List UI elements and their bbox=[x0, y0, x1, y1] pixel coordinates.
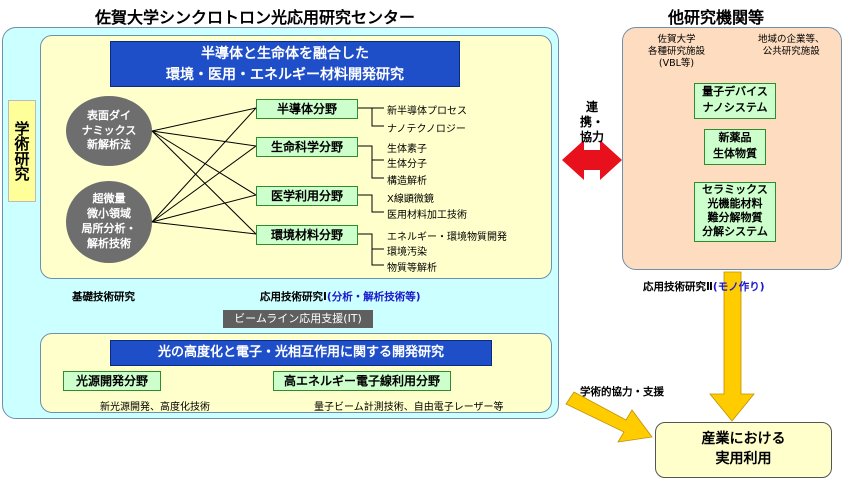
circle1-line-1: 表面ダイ bbox=[86, 108, 131, 122]
sub-new-semiconductor: 新半導体プロセス bbox=[387, 106, 467, 117]
circle2-line-3: 局所分析・ bbox=[81, 222, 137, 235]
box1-line-2: ナノシステム bbox=[702, 101, 768, 114]
sub-structure-analysis: 構造解析 bbox=[387, 176, 427, 187]
industry-application-box: 産業における 実用利用 bbox=[655, 422, 832, 478]
field-high-energy: 高エネルギー電子線利用分野 bbox=[273, 371, 451, 391]
sub-bio-device: 生体素子 bbox=[387, 144, 427, 155]
box3-line-4: 分解システム bbox=[702, 225, 768, 238]
circle-trace-analysis: 超微量 微小領域 局所分析・ 解析技術 bbox=[66, 181, 152, 263]
support-to-industry-arrow bbox=[565, 391, 653, 443]
applied2-label: 応用技術研究Ⅱ(モノ作り) bbox=[643, 279, 765, 294]
circle1-line-3: 新解析法 bbox=[86, 138, 131, 152]
cooperation-label: 連携・ 協力 bbox=[580, 100, 604, 145]
industry-line-2: 実用利用 bbox=[715, 451, 772, 467]
cooperation-arrow bbox=[562, 140, 622, 180]
saga-line-3: (VBL等) bbox=[658, 58, 695, 69]
circle2-line-1: 超微量 bbox=[92, 192, 126, 206]
saga-line-2: 各種研究施設 bbox=[648, 46, 706, 57]
field-semiconductor: 半導体分野 bbox=[256, 99, 358, 119]
box-quantum-device: 量子デバイス ナノシステム bbox=[694, 83, 776, 119]
basic-research-label: 基礎技術研究 bbox=[72, 291, 135, 303]
applied1-suffix: (分析・解析技術等) bbox=[326, 291, 421, 303]
sub-energy-environment: エネルギー・環境物質開発 bbox=[387, 232, 507, 243]
sub-light-source: 新光源開発、高度化技術 bbox=[100, 402, 210, 413]
sub-xray-microscope: X線顕微鏡 bbox=[387, 194, 434, 205]
saga-univ-facilities: 佐賀大学 各種研究施設 (VBL等) bbox=[648, 34, 705, 70]
sub-bio-molecule: 生体分子 bbox=[387, 159, 427, 170]
field-light-source: 光源開発分野 bbox=[63, 371, 161, 391]
cooperation-line-2: 協力 bbox=[580, 130, 605, 144]
industry-line-1: 産業における bbox=[701, 431, 786, 448]
main-title: 佐賀大学シンクロトロン光応用研究センター bbox=[95, 8, 416, 27]
sub-material-analysis: 物質等解析 bbox=[387, 263, 437, 274]
banner-fusion-research: 半導体と生命体を融合した 環境・医用・エネルギー材料開発研究 bbox=[110, 41, 460, 87]
banner-line-2: 環境・医用・エネルギー材料開発研究 bbox=[166, 67, 404, 83]
sub-medical-material: 医用材料加工技術 bbox=[387, 210, 467, 221]
box3-line-3: 難分解物質 bbox=[707, 211, 763, 224]
academic-support-label: 学術的協力・支援 bbox=[580, 386, 664, 398]
circle2-line-2: 微小領域 bbox=[87, 207, 131, 221]
local-facilities: 地域の企業等、 公共研究施設 bbox=[758, 34, 825, 58]
field-environmental: 環境材料分野 bbox=[256, 225, 358, 245]
saga-line-1: 佐賀大学 bbox=[657, 34, 696, 45]
local-line-1: 地域の企業等、 bbox=[758, 34, 825, 45]
applied1-label: 応用技術研究Ⅰ(分析・解析技術等) bbox=[260, 289, 421, 304]
local-line-2: 公共研究施設 bbox=[762, 46, 820, 57]
field-medical: 医学利用分野 bbox=[256, 186, 358, 206]
beamline-support: ビームライン応用支援(IT) bbox=[223, 310, 373, 328]
applied2-to-industry-arrow bbox=[709, 271, 755, 422]
cooperation-line-1: 連携・ bbox=[580, 100, 605, 129]
box3-line-1: セラミックス bbox=[702, 183, 768, 196]
sub-nanotech: ナノテクノロジー bbox=[387, 124, 466, 135]
box2-line-2: 生体物質 bbox=[713, 147, 757, 160]
box1-line-1: 量子デバイス bbox=[702, 85, 768, 98]
banner-line-1: 半導体と生命体を融合した bbox=[201, 46, 369, 62]
banner-light-development: 光の高度化と電子・光相互作用に関する開発研究 bbox=[110, 340, 492, 366]
right-title: 他研究機関等 bbox=[668, 8, 765, 27]
field-life-science: 生命科学分野 bbox=[256, 137, 358, 157]
box-ceramics: セラミックス 光機能材料 難分解物質 分解システム bbox=[694, 182, 776, 242]
box3-line-2: 光機能材料 bbox=[707, 197, 763, 210]
circle-surface-dynamics: 表面ダイ ナミックス 新解析法 bbox=[66, 96, 152, 166]
applied1-prefix: 応用技術研究Ⅰ bbox=[260, 291, 327, 303]
sub-high-energy: 量子ビーム計測技術、自由電子レーザー等 bbox=[314, 402, 504, 413]
sub-pollution: 環境汚染 bbox=[387, 247, 427, 258]
applied2-suffix: (モノ作り) bbox=[712, 281, 765, 293]
box2-line-1: 新薬品 bbox=[718, 131, 752, 144]
circle2-line-4: 解析技術 bbox=[87, 236, 131, 250]
circle1-line-2: ナミックス bbox=[81, 123, 137, 137]
academic-research-label: 学術研究 bbox=[8, 100, 36, 202]
applied2-prefix: 応用技術研究Ⅱ bbox=[643, 281, 713, 293]
box-new-drug: 新薬品 生体物質 bbox=[704, 129, 766, 165]
